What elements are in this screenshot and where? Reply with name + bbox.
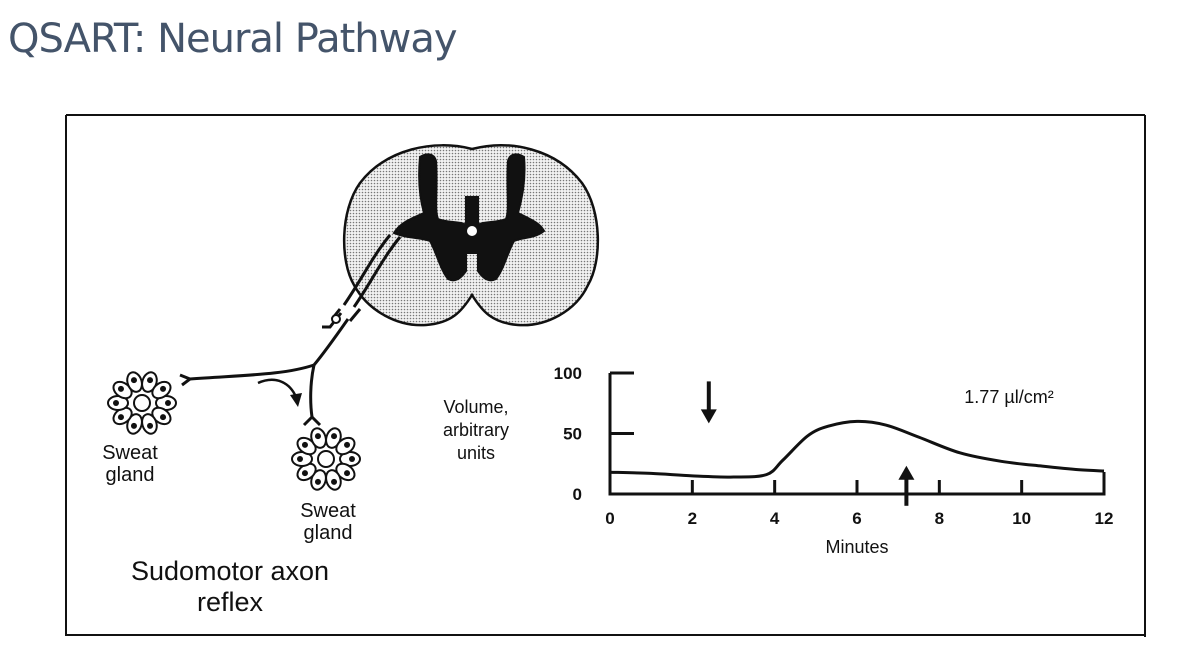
gland-right-label-line2: gland xyxy=(304,522,353,544)
caption-line2: reflex xyxy=(197,587,264,617)
x-tick-label: 10 xyxy=(1012,509,1031,528)
slide-title: QSART: Neural Pathway xyxy=(8,16,458,62)
y-axis-label-line2: arbitrary xyxy=(443,420,509,440)
caption-line1: Sudomotor axon xyxy=(131,556,329,586)
y-axis-label-line3: units xyxy=(457,443,495,463)
y-tick-label: 100 xyxy=(554,364,582,383)
x-axis-label: Minutes xyxy=(825,537,888,557)
sudomotor-axon xyxy=(179,234,402,427)
x-tick-label: 0 xyxy=(605,509,614,528)
figure-border xyxy=(65,114,1146,637)
arrow-down-marker xyxy=(700,381,717,424)
spinal-cord-cross-section-icon xyxy=(342,144,600,327)
curved-arrow-icon xyxy=(257,378,302,407)
y-tick-label: 50 xyxy=(563,425,582,444)
x-tick-label: 8 xyxy=(935,509,944,528)
sweat-gland-right-icon xyxy=(291,427,361,491)
x-tick-label: 6 xyxy=(852,509,861,528)
gland-left-label-line1: Sweat xyxy=(102,442,158,464)
gland-right-label-line1: Sweat xyxy=(300,500,356,522)
gland-left-label-line2: gland xyxy=(106,464,155,486)
x-tick-label: 12 xyxy=(1095,509,1114,528)
x-tick-label: 2 xyxy=(688,509,697,528)
figure-frame: Sweat gland Sweat gland Sudomotor axon r… xyxy=(64,113,1146,637)
arrow-up-marker xyxy=(898,465,915,506)
y-axis-label-line1: Volume, xyxy=(443,397,508,417)
series-line xyxy=(609,419,1105,479)
y-tick-label: 0 xyxy=(573,485,582,504)
sweat-gland-left-icon xyxy=(107,371,177,435)
x-tick-label: 4 xyxy=(770,509,780,528)
chart-annotation: 1.77 µl/cm² xyxy=(964,387,1053,407)
qsart-chart: Volume, arbitrary units Minutes 1.77 µl/… xyxy=(443,364,1113,557)
